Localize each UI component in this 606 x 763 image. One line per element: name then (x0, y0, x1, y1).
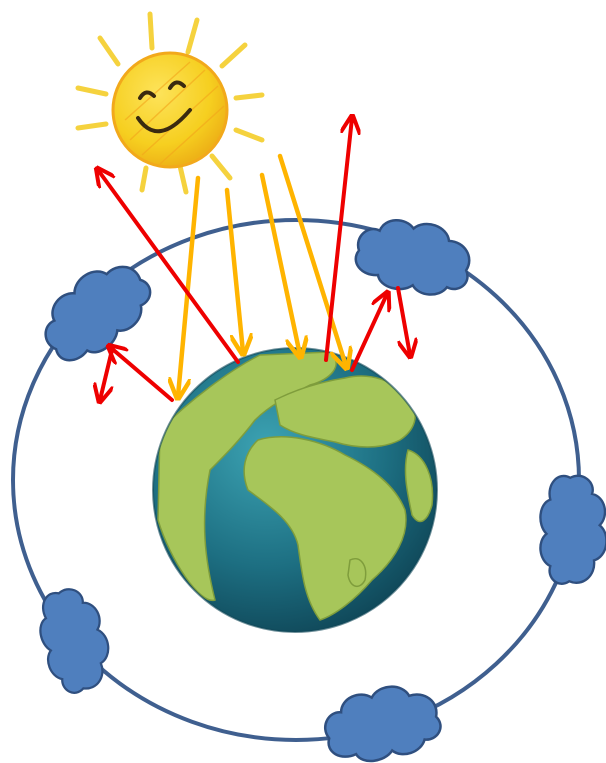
reflected-radiation-arrow (110, 347, 172, 400)
sun-icon (78, 14, 262, 192)
cloud-icon (351, 212, 475, 300)
reflected-radiation-arrow (352, 294, 387, 370)
incoming-sunlight-arrow (227, 190, 243, 352)
reflected-radiation-arrow (398, 288, 410, 355)
cloud-icon (31, 583, 118, 698)
cloud-icon (319, 678, 445, 763)
earth-globe-icon (153, 348, 437, 632)
cloud-icon (30, 248, 162, 374)
cloud-icon (540, 476, 606, 584)
reflected-radiation-arrow (100, 350, 112, 400)
reflected-radiation-arrow (326, 118, 352, 360)
